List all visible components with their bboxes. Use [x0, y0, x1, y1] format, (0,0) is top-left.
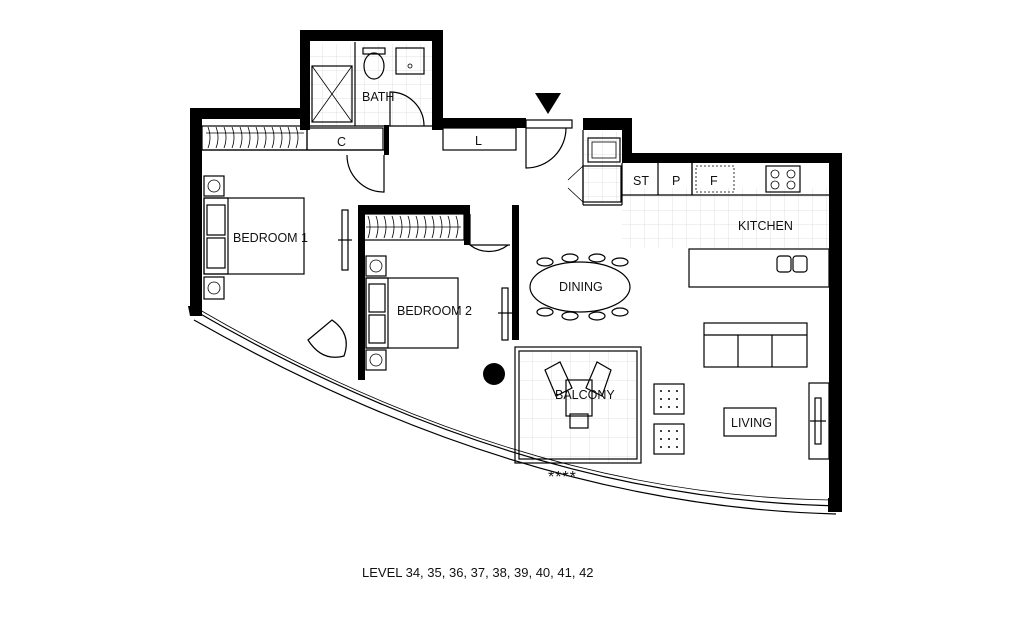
- laundry-fixtures: [567, 137, 622, 203]
- bed-bedroom-1: [203, 175, 352, 358]
- label-l: L: [475, 134, 482, 148]
- label-st: ST: [633, 174, 649, 188]
- bed-bedroom-2: [365, 255, 512, 371]
- label-f: F: [710, 174, 718, 188]
- room-labels: BATH BEDROOM 1 BEDROOM 2 DINING KITCHEN …: [233, 90, 793, 437]
- wardrobe-bedroom-1: [206, 126, 304, 149]
- ottomans: [653, 383, 685, 455]
- label-living: LIVING: [731, 416, 772, 430]
- label-dining: DINING: [559, 280, 603, 294]
- bathroom-fixtures: [311, 47, 425, 123]
- level-caption: LEVEL 34, 35, 36, 37, 38, 39, 40, 41, 42: [362, 565, 594, 580]
- dining-table: [529, 253, 631, 321]
- balcony-furniture: [544, 361, 612, 429]
- walls: [190, 30, 842, 511]
- curved-facade: [188, 306, 842, 515]
- doors: [346, 91, 573, 253]
- label-bedroom-2: BEDROOM 2: [397, 304, 472, 318]
- label-balcony: BALCONY: [555, 388, 615, 402]
- kitchen-fixtures: [688, 165, 830, 288]
- partition-lines: [201, 42, 829, 464]
- storage-labels: C L ST P F: [337, 134, 718, 188]
- tv-unit: [808, 382, 830, 460]
- wardrobe-bedroom-2: [362, 213, 465, 241]
- label-c: C: [337, 135, 346, 149]
- sofa: [703, 322, 808, 368]
- label-bath: BATH: [362, 90, 394, 104]
- label-bedroom-1: BEDROOM 1: [233, 231, 308, 245]
- label-p: P: [672, 174, 680, 188]
- label-kitchen: KITCHEN: [738, 219, 793, 233]
- stars-mark: ****: [548, 469, 577, 486]
